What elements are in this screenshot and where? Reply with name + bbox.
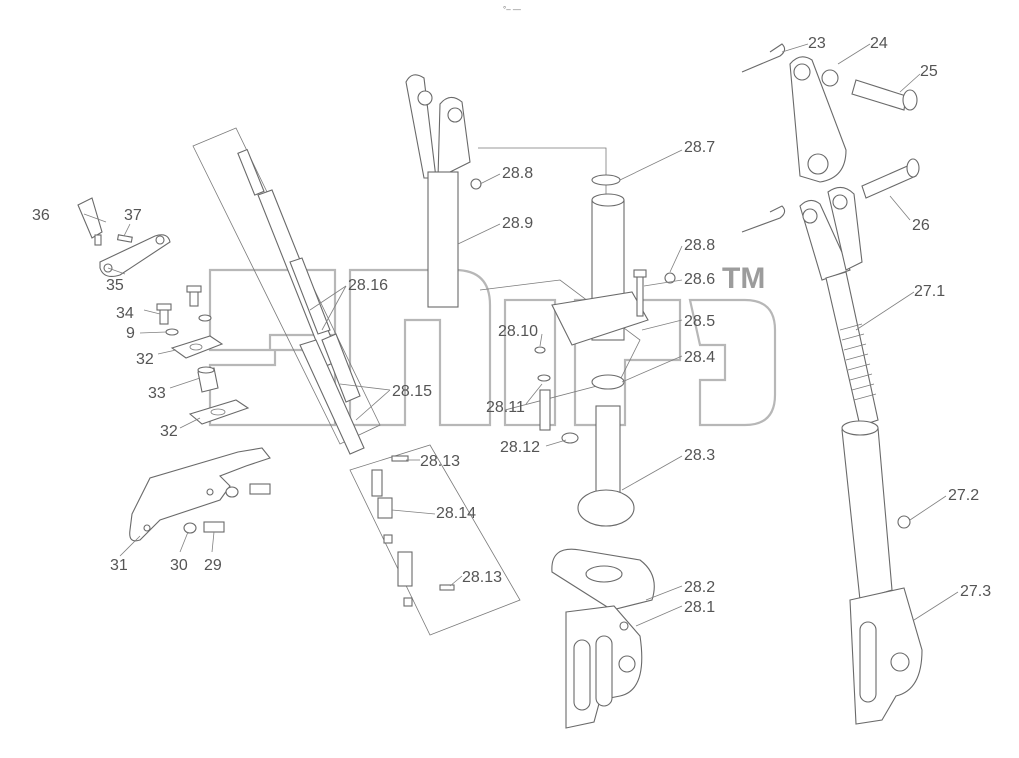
callout-28-7: 28.7 [684,139,715,156]
callout-28-14: 28.14 [436,505,476,522]
callout-32-lower: 32 [160,423,178,440]
callout-28-8-upper: 28.8 [502,165,533,182]
top-mark: °– — [503,5,521,14]
callout-28-6: 28.6 [684,271,715,288]
callout-9: 9 [126,325,135,342]
callout-28-11: 28.11 [486,399,525,416]
callout-28-5: 28.5 [684,313,715,330]
callout-27-1: 27.1 [914,283,945,300]
callout-28-4: 28.4 [684,349,715,366]
callout-29: 29 [204,557,222,574]
central-assembly [405,74,676,729]
watermark-logo: TM [208,262,777,427]
callout-33: 33 [148,385,166,402]
lever-assembly [77,197,271,542]
callout-32-upper: 32 [136,351,154,368]
callout-28-15: 28.15 [392,383,432,400]
callout-labels: 23 24 25 26 27.1 27.2 27.3 28.1 28.2 28.… [32,35,991,616]
callout-28-3: 28.3 [684,447,715,464]
watermark-tm: TM [722,262,765,295]
callout-27-3: 27.3 [960,583,991,600]
callout-37: 37 [124,207,142,224]
callout-26: 26 [912,217,930,234]
callout-28-13-upper: 28.13 [420,453,460,470]
callout-25: 25 [920,63,938,80]
callout-31: 31 [110,557,128,574]
callout-28-8-lower: 28.8 [684,237,715,254]
callout-27-2: 27.2 [948,487,979,504]
callout-23: 23 [808,35,826,52]
callout-28-2: 28.2 [684,579,715,596]
callout-24: 24 [870,35,888,52]
callout-28-10: 28.10 [498,323,538,340]
callout-28-9: 28.9 [502,215,533,232]
callout-28-12: 28.12 [500,439,540,456]
callout-30: 30 [170,557,188,574]
top-link-assembly [741,43,923,725]
callout-35: 35 [106,277,124,294]
callout-36: 36 [32,207,50,224]
leader-lines [83,43,959,627]
callout-28-13-lower: 28.13 [462,569,502,586]
callout-28-1: 28.1 [684,599,715,616]
detail-box-parts [192,127,521,636]
callout-28-16: 28.16 [348,277,388,294]
callout-34: 34 [116,305,134,322]
